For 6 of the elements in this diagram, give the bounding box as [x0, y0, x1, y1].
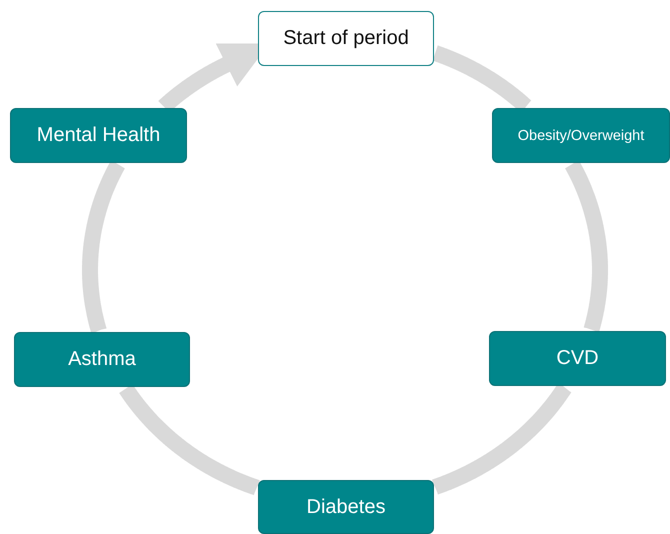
condition-box: Mental Health — [10, 108, 187, 163]
condition-box: Diabetes — [258, 480, 434, 534]
condition-box: CVD — [489, 331, 666, 386]
condition-box: Asthma — [14, 332, 190, 387]
condition-box: Obesity/Overweight — [492, 108, 670, 163]
start-box: Start of period — [258, 11, 434, 66]
